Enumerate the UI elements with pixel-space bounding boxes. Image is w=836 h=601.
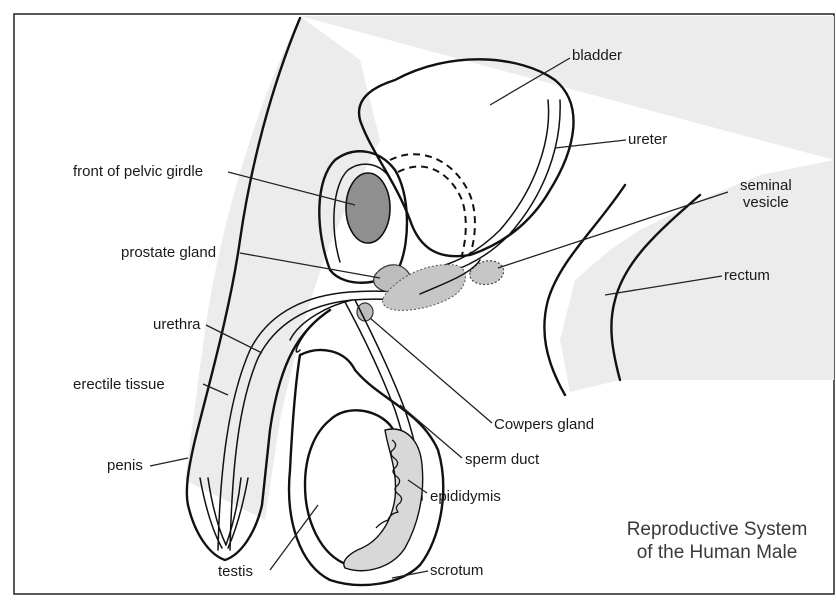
label-urethra: urethra — [153, 316, 201, 333]
label-cowpers-gland: Cowpers gland — [494, 416, 594, 433]
label-ureter: ureter — [628, 131, 667, 148]
label-seminal-vesicle-line2: vesicle — [740, 194, 792, 211]
leader-penis — [150, 458, 188, 466]
label-front-of-pelvic-girdle: front of pelvic girdle — [73, 163, 203, 180]
pelvic-bone — [346, 173, 390, 243]
label-bladder: bladder — [572, 47, 622, 64]
leader-testis — [270, 505, 318, 570]
label-sperm-duct: sperm duct — [465, 451, 539, 468]
diagram-title-line1: Reproductive System — [612, 518, 822, 541]
label-seminal-vesicle: seminal vesicle — [740, 177, 792, 211]
label-scrotum: scrotum — [430, 562, 483, 579]
ureter-tube-a — [445, 100, 549, 265]
seminal-vesicle — [470, 261, 504, 285]
epididymis — [344, 429, 423, 571]
label-seminal-vesicle-line1: seminal — [740, 177, 792, 194]
label-penis: penis — [107, 457, 143, 474]
label-epididymis: epididymis — [430, 488, 501, 505]
label-rectum: rectum — [724, 267, 770, 284]
label-erectile-tissue: erectile tissue — [73, 376, 165, 393]
diagram-title-line2: of the Human Male — [612, 541, 822, 564]
thigh-background — [185, 16, 380, 520]
label-testis: testis — [218, 563, 253, 580]
leader-ureter — [555, 140, 626, 148]
diagram-title: Reproductive System of the Human Male — [612, 518, 822, 564]
sperm-duct-dashed-2 — [398, 167, 466, 255]
label-prostate-gland: prostate gland — [121, 244, 216, 261]
